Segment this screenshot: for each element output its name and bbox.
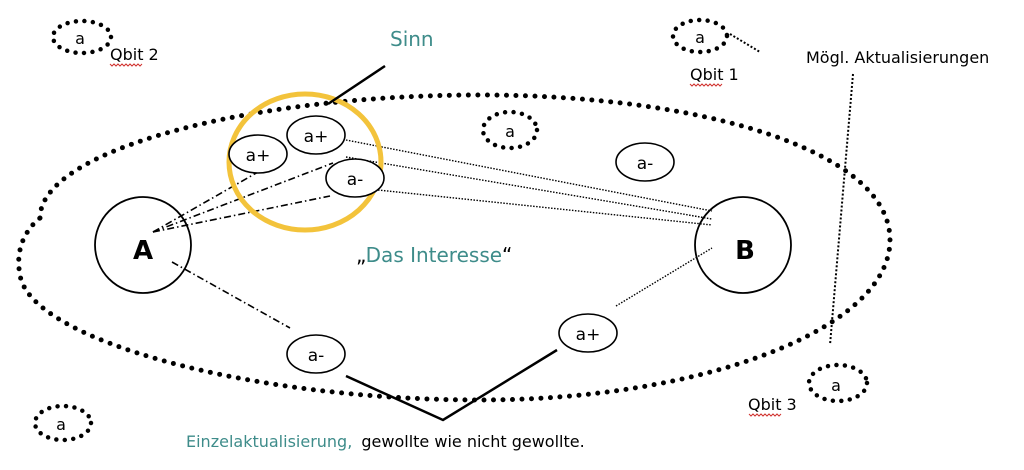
bottom-a-plus-to-b — [615, 247, 713, 307]
qbit: a Qbit 1 — [670, 17, 739, 87]
a-to-sense-a-minus — [152, 195, 331, 233]
pointer-to-qbit-3 — [829, 73, 854, 346]
spellcheck-underline — [109, 63, 143, 67]
interest-text: Das Interesse — [366, 243, 502, 267]
node-a-label: A — [133, 236, 153, 266]
actualization-value: a+ — [576, 325, 601, 345]
actualization-value: a+ — [246, 146, 271, 166]
a-to-bottom-a-minus — [171, 261, 291, 329]
sense-a-plus-top-to-b-2 — [345, 156, 713, 220]
qbit-label: Qbit 3 — [748, 395, 797, 414]
single-update-suffix: gewollte wie nicht gewollte. — [361, 432, 584, 451]
qbit: a Qbit 2 — [50, 18, 159, 67]
actualization-value: a- — [308, 346, 325, 366]
single-update-caption: Einzelaktualisierung, gewollte wie nicht… — [186, 432, 585, 451]
possible-updates-pointers — [729, 33, 854, 346]
node-b-label: B — [735, 236, 755, 266]
interest-open-quote: „ — [356, 243, 366, 267]
pointer-to-qbit-1 — [729, 33, 761, 53]
sense-label: Sinn — [390, 27, 434, 51]
interior-potential-value: a — [505, 122, 515, 141]
node-a[interactable]: A — [94, 196, 192, 294]
sense-circle — [226, 91, 384, 233]
actualization[interactable]: a+ — [286, 115, 346, 155]
actualization[interactable]: a+ — [558, 313, 618, 353]
qbit-label: Qbit 1 — [690, 65, 739, 84]
actualization-value: a- — [637, 154, 654, 174]
a-to-sense-a-plus-top — [152, 162, 334, 233]
actualization[interactable]: a- — [286, 334, 346, 374]
interest-label: „Das Interesse“ — [356, 243, 512, 267]
possible-updates-label: Mögl. Aktualisierungen — [806, 48, 989, 67]
actualization[interactable]: a- — [325, 158, 385, 198]
qbit-label: Qbit 2 — [110, 45, 159, 64]
qbit: a — [32, 403, 94, 443]
interior-potential: a — [480, 109, 540, 151]
interest-field-boundary — [16, 92, 893, 403]
a-to-sense-a-plus-left — [152, 171, 259, 233]
spellcheck-underline — [689, 83, 723, 87]
single-update-bracket — [345, 348, 558, 422]
qbit-value: a — [75, 29, 85, 48]
spellcheck-underline — [748, 413, 782, 417]
actualization-value: a+ — [304, 127, 329, 147]
sense-pointer-line — [327, 64, 386, 106]
actualization[interactable]: a- — [615, 142, 675, 182]
sense-a-plus-top-to-b — [345, 139, 713, 212]
qbit: a Qbit 3 — [748, 362, 870, 417]
single-update-label: Einzelaktualisierung, — [186, 432, 352, 451]
sense-a-minus-to-b — [377, 189, 713, 226]
qbit-value: a — [695, 28, 705, 47]
interest-close-quote: “ — [502, 243, 512, 267]
qbit-value: a — [831, 376, 841, 395]
actualization[interactable]: a+ — [228, 134, 288, 174]
a-connections — [152, 162, 334, 329]
node-b[interactable]: B — [694, 196, 792, 294]
qbit-value: a — [56, 415, 66, 434]
actualization-value: a- — [347, 170, 364, 190]
